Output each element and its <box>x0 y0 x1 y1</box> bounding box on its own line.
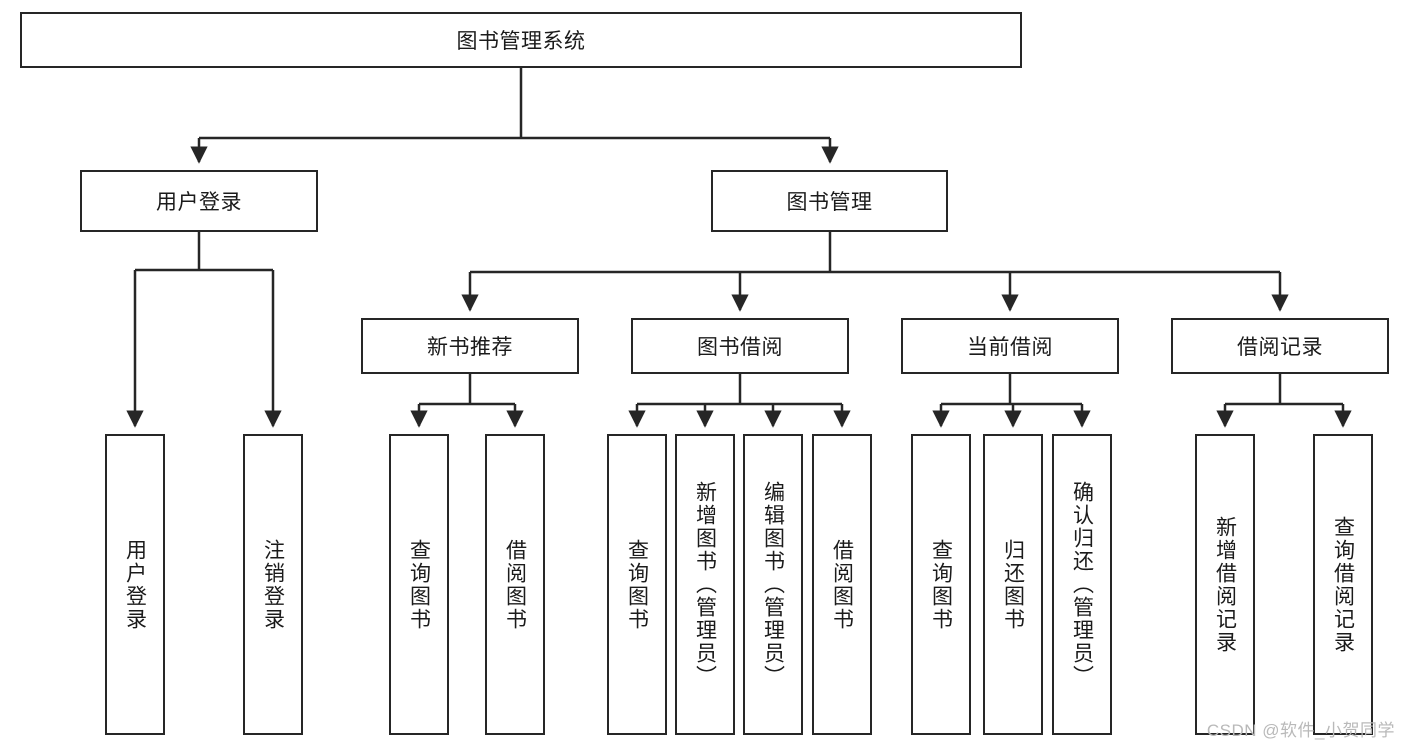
leaf-return-book[interactable]: 归还图书 <box>983 434 1043 735</box>
node-root-label: 图书管理系统 <box>456 30 586 53</box>
node-book-management-label: 图书管理 <box>786 191 873 214</box>
leaf-borrow-book-recommend-label: 借阅图书 <box>503 538 527 631</box>
leaf-query-book-borrow[interactable]: 查询图书 <box>607 434 667 735</box>
node-current-borrow-label: 当前借阅 <box>967 336 1053 359</box>
leaf-borrow-book-recommend[interactable]: 借阅图书 <box>485 434 545 735</box>
leaf-query-book-current-label: 查询图书 <box>929 538 953 631</box>
leaf-add-borrow-record[interactable]: 新增借阅记录 <box>1195 434 1255 735</box>
leaf-query-borrow-record[interactable]: 查询借阅记录 <box>1313 434 1373 735</box>
leaf-user-login-label: 用户登录 <box>123 538 147 631</box>
leaf-query-borrow-record-label: 查询借阅记录 <box>1331 515 1355 654</box>
leaf-borrow-book-label: 借阅图书 <box>830 538 854 631</box>
leaf-user-logout[interactable]: 注销登录 <box>243 434 303 735</box>
node-new-book-recommend-label: 新书推荐 <box>427 336 513 359</box>
leaf-return-book-label: 归还图书 <box>1001 538 1025 631</box>
leaf-confirm-return-admin[interactable]: 确认归还（管理员） <box>1052 434 1112 735</box>
watermark-text: CSDN @软件_小贺同学 <box>1206 721 1395 740</box>
node-borrow-record-label: 借阅记录 <box>1237 336 1323 359</box>
leaf-edit-book-admin[interactable]: 编辑图书（管理员） <box>743 434 803 735</box>
leaf-edit-book-admin-label: 编辑图书（管理员） <box>761 481 785 688</box>
node-current-borrow[interactable]: 当前借阅 <box>901 318 1119 374</box>
leaf-query-book-current[interactable]: 查询图书 <box>911 434 971 735</box>
leaf-query-book-borrow-label: 查询图书 <box>625 538 649 631</box>
node-user-login[interactable]: 用户登录 <box>80 170 318 232</box>
node-book-management[interactable]: 图书管理 <box>711 170 948 232</box>
leaf-query-book-recommend[interactable]: 查询图书 <box>389 434 449 735</box>
leaf-user-login[interactable]: 用户登录 <box>105 434 165 735</box>
leaf-add-borrow-record-label: 新增借阅记录 <box>1213 515 1237 654</box>
leaf-add-book-admin[interactable]: 新增图书（管理员） <box>675 434 735 735</box>
leaf-confirm-return-admin-label: 确认归还（管理员） <box>1070 481 1094 688</box>
node-borrow-record[interactable]: 借阅记录 <box>1171 318 1389 374</box>
leaf-query-book-recommend-label: 查询图书 <box>407 538 431 631</box>
node-book-borrow[interactable]: 图书借阅 <box>631 318 849 374</box>
leaf-add-book-admin-label: 新增图书（管理员） <box>693 481 717 688</box>
node-user-login-label: 用户登录 <box>156 191 242 214</box>
node-root[interactable]: 图书管理系统 <box>20 12 1022 68</box>
node-book-borrow-label: 图书借阅 <box>697 336 783 359</box>
leaf-user-logout-label: 注销登录 <box>261 538 285 631</box>
leaf-borrow-book[interactable]: 借阅图书 <box>812 434 872 735</box>
node-new-book-recommend[interactable]: 新书推荐 <box>361 318 579 374</box>
